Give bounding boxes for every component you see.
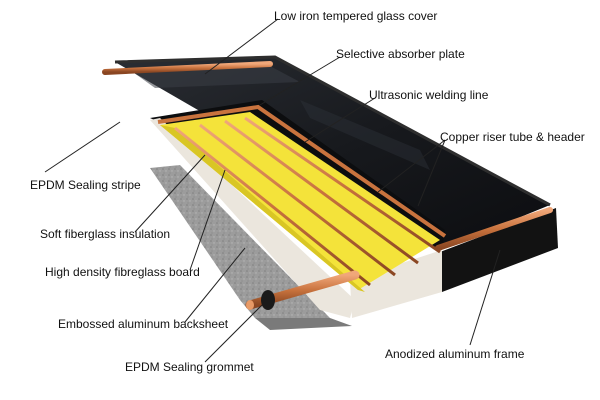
label-hd-board: High density fibreglass board xyxy=(45,265,200,279)
fibreglass-board-front xyxy=(350,250,442,318)
leader-grommet xyxy=(204,304,263,363)
leader-hdf xyxy=(189,169,226,271)
leader-glass xyxy=(204,18,279,75)
frame-side xyxy=(440,208,558,292)
leader-epdm xyxy=(44,121,121,173)
backsheet-edge xyxy=(255,318,352,330)
label-absorber-plate: Selective absorber plate xyxy=(336,47,465,61)
copper-border xyxy=(157,104,447,238)
label-epdm-stripe: EPDM Sealing stripe xyxy=(30,178,141,192)
backsheet xyxy=(150,165,330,318)
frame-rim xyxy=(114,55,551,207)
label-copper-riser: Copper riser tube & header xyxy=(440,130,585,144)
leader-copper-2 xyxy=(417,139,446,207)
leader-absorber xyxy=(259,56,341,106)
label-soft-insulation: Soft fiberglass insulation xyxy=(40,227,171,241)
label-welding-line: Ultrasonic welding line xyxy=(369,88,489,102)
label-grommet: EPDM Sealing grommet xyxy=(125,360,254,374)
label-glass-cover: Low iron tempered glass cover xyxy=(274,9,438,23)
copper-header-right xyxy=(435,207,553,251)
label-frame: Anodized aluminum frame xyxy=(385,347,525,361)
leader-weld xyxy=(304,97,376,143)
insulation-shade xyxy=(160,125,365,292)
glass-reflection xyxy=(300,100,430,170)
epdm-grommet xyxy=(261,290,275,310)
leader-copper-1 xyxy=(377,139,446,193)
leader-frame xyxy=(469,249,501,346)
label-backsheet: Embossed aluminum backsheet xyxy=(58,317,229,331)
leader-back xyxy=(184,247,246,323)
leader-soft xyxy=(134,154,206,233)
tube-end xyxy=(246,300,254,310)
copper-riser-tubes xyxy=(174,116,441,287)
copper-header-top xyxy=(102,61,273,75)
fibreglass-board xyxy=(150,118,355,318)
leader-lines xyxy=(44,18,501,363)
